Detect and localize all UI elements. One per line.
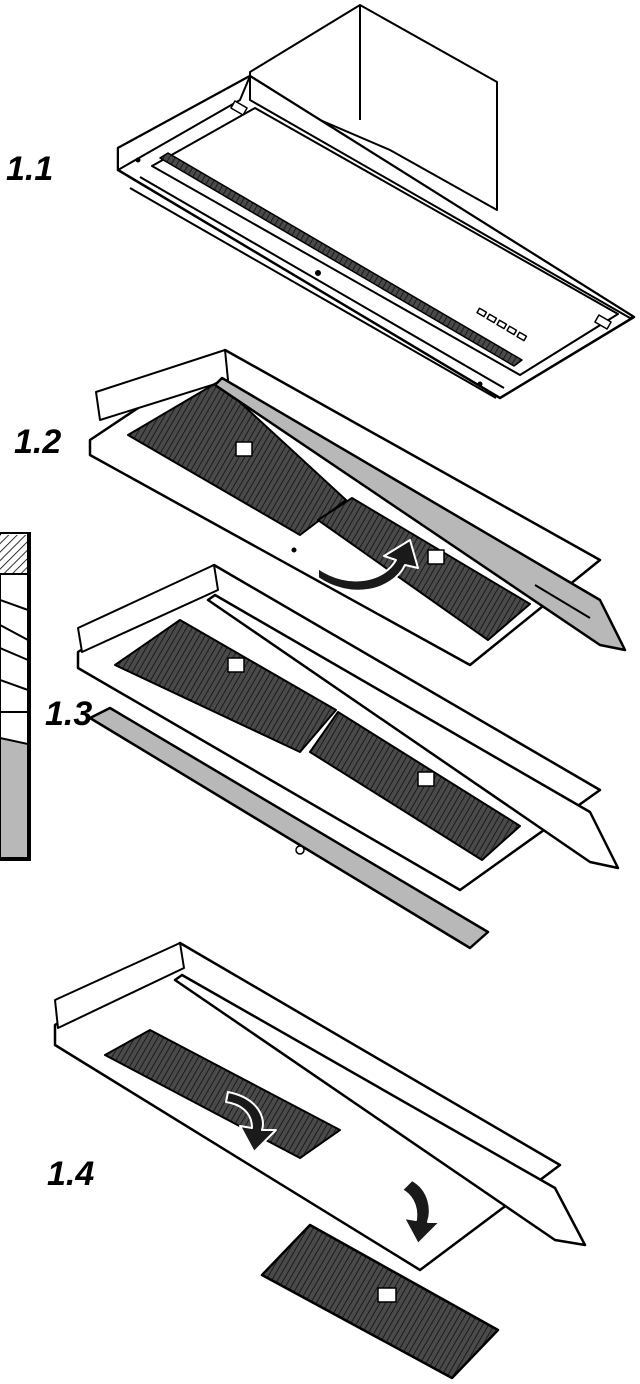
grease-filter-left [114, 619, 337, 753]
step-label-1-2: 1.2 [14, 423, 62, 461]
control-buttons [476, 307, 528, 342]
drop-arrow-icon [401, 1179, 441, 1245]
drop-arrow-icon [225, 1091, 277, 1153]
grease-filter-dropping [104, 1029, 341, 1159]
grease-filter-left [127, 381, 347, 536]
bottom-panel [151, 107, 619, 376]
side-detail-inset [0, 532, 31, 861]
step-label-1-4: 1.4 [47, 1155, 95, 1193]
step-label-1-3: 1.3 [45, 695, 93, 733]
filter-latch-icon [227, 657, 245, 673]
hood-step-1-1 [116, 4, 636, 400]
step-label-1-1: 1.1 [6, 150, 54, 188]
open-cover [173, 973, 587, 1247]
filter-latch-icon [377, 1287, 397, 1303]
open-cover [213, 376, 627, 652]
grease-filter-right [317, 497, 531, 641]
filter-latch-icon [235, 441, 253, 457]
filter-latch-icon [417, 771, 435, 787]
hood-step-1-3 [76, 563, 620, 950]
hood-step-1-2 [88, 348, 627, 667]
open-cover [206, 593, 620, 870]
grease-filter-right [309, 711, 521, 861]
hood-step-1-4 [53, 941, 587, 1380]
rotate-arrow-icon [317, 539, 419, 592]
front-grille [159, 152, 523, 367]
filter-latch-icon [427, 549, 445, 565]
